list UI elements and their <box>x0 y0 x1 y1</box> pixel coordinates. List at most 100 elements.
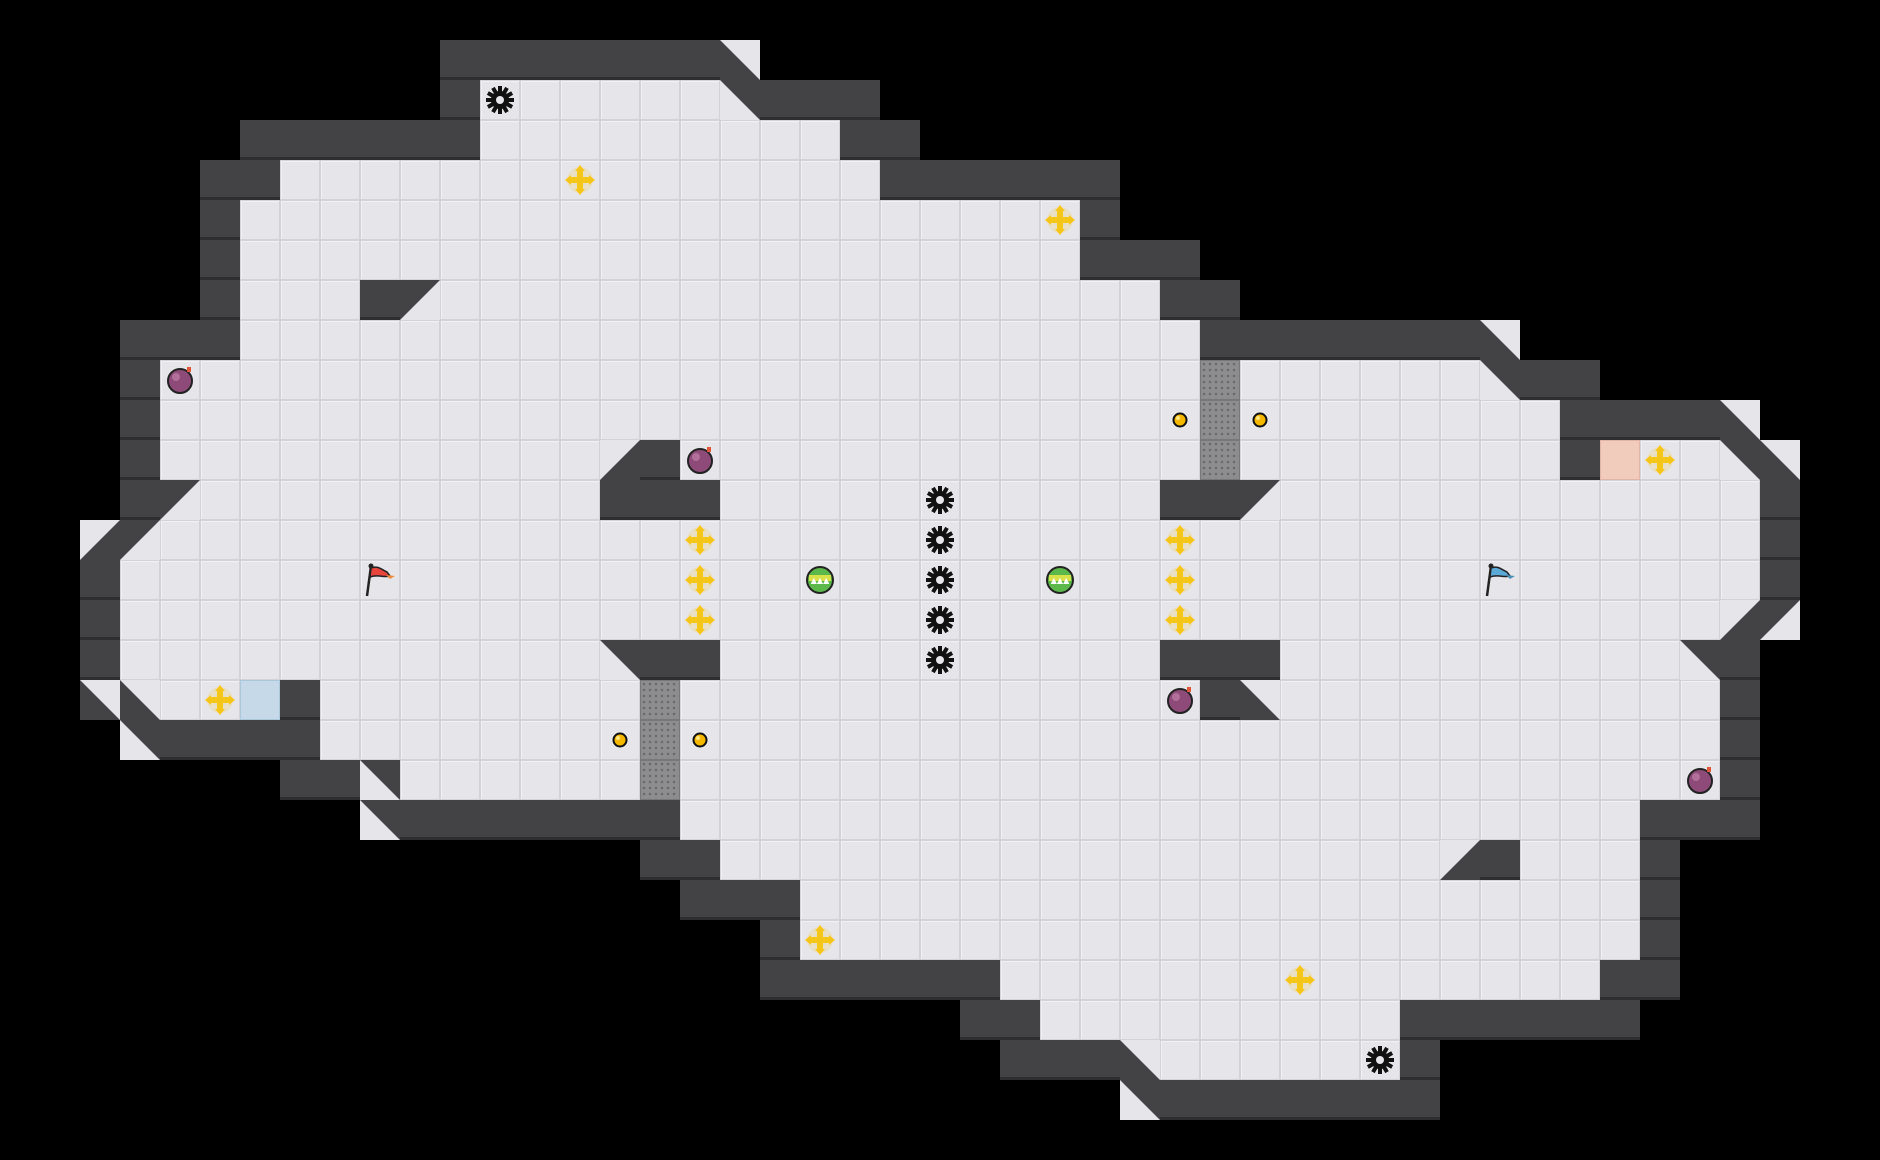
floor-tile <box>320 560 360 600</box>
floor-tile <box>320 640 360 680</box>
floor-tile <box>720 680 760 720</box>
wall-tile <box>440 120 480 160</box>
floor-tile <box>1320 640 1360 680</box>
floor-tile <box>1320 800 1360 840</box>
floor-tile <box>840 480 880 520</box>
floor-tile <box>240 480 280 520</box>
floor-tile <box>680 280 720 320</box>
diagonal-wall-tile <box>1720 440 1760 480</box>
floor-tile <box>1080 520 1120 560</box>
floor-tile <box>1640 600 1680 640</box>
floor-tile <box>280 640 320 680</box>
wall-tile <box>1440 320 1480 360</box>
floor-tile <box>840 720 880 760</box>
wall-tile <box>520 800 560 840</box>
floor-tile <box>360 400 400 440</box>
floor-tile <box>560 440 600 480</box>
floor-tile <box>720 120 760 160</box>
floor-tile <box>760 680 800 720</box>
floor-tile <box>1400 840 1440 880</box>
floor-tile <box>1240 920 1280 960</box>
floor-tile <box>1040 440 1080 480</box>
wall-tile <box>200 720 240 760</box>
floor-tile <box>760 360 800 400</box>
floor-tile <box>160 560 200 600</box>
diagonal-wall-fill <box>120 720 160 760</box>
floor-tile <box>1120 440 1160 480</box>
wall-tile <box>760 880 800 920</box>
floor-tile <box>680 360 720 400</box>
floor-tile <box>200 360 240 400</box>
floor-tile <box>400 200 440 240</box>
floor-tile <box>920 840 960 880</box>
floor-tile <box>520 480 560 520</box>
floor-tile <box>1160 960 1200 1000</box>
floor-tile <box>1040 520 1080 560</box>
floor-tile <box>1440 560 1480 600</box>
wall-tile <box>1520 360 1560 400</box>
wall-tile <box>1680 400 1720 440</box>
floor-tile <box>1480 680 1520 720</box>
floor-tile <box>1080 280 1120 320</box>
wall-tile <box>840 120 880 160</box>
floor-tile <box>1120 560 1160 600</box>
floor-tile <box>1360 880 1400 920</box>
floor-tile <box>1120 360 1160 400</box>
wall-tile <box>280 720 320 760</box>
floor-tile <box>520 240 560 280</box>
floor-tile <box>320 520 360 560</box>
diagonal-wall-tile <box>1720 400 1760 440</box>
floor-tile <box>1040 240 1080 280</box>
floor-tile <box>800 840 840 880</box>
wall-tile <box>1040 1040 1080 1080</box>
diagonal-wall-tile <box>120 520 160 560</box>
diagonal-wall-tile <box>1760 440 1800 480</box>
diagonal-wall-tile <box>1240 480 1280 520</box>
floor-tile <box>1280 600 1320 640</box>
floor-tile <box>280 160 320 200</box>
floor-tile <box>160 400 200 440</box>
wall-tile <box>1720 680 1760 720</box>
floor-tile <box>1240 360 1280 400</box>
floor-tile <box>480 440 520 480</box>
floor-tile <box>1080 960 1120 1000</box>
wall-tile <box>600 800 640 840</box>
floor-tile <box>880 840 920 880</box>
floor-tile <box>1440 480 1480 520</box>
wall-tile <box>1160 280 1200 320</box>
floor-tile <box>1600 600 1640 640</box>
floor-tile <box>880 320 920 360</box>
floor-tile <box>440 280 480 320</box>
spike-icon <box>920 640 960 680</box>
floor-tile <box>1080 320 1120 360</box>
diagonal-wall-tile <box>120 680 160 720</box>
floor-tile <box>400 320 440 360</box>
floor-tile <box>1040 920 1080 960</box>
wall-tile <box>1760 520 1800 560</box>
floor-tile <box>1560 880 1600 920</box>
floor-tile <box>1080 560 1120 600</box>
floor-tile <box>1440 720 1480 760</box>
floor-tile <box>1360 560 1400 600</box>
wall-tile <box>880 160 920 200</box>
floor-tile <box>840 280 880 320</box>
wall-tile <box>840 80 880 120</box>
floor-tile <box>1000 360 1040 400</box>
floor-tile <box>600 400 640 440</box>
wall-tile <box>1640 800 1680 840</box>
floor-tile <box>1200 920 1240 960</box>
floor-tile <box>1040 1000 1080 1040</box>
boost-icon <box>1160 520 1200 560</box>
floor-tile <box>1320 680 1360 720</box>
floor-tile <box>440 760 480 800</box>
wall-tile <box>1400 1080 1440 1120</box>
floor-tile <box>880 400 920 440</box>
floor-tile <box>840 560 880 600</box>
floor-tile <box>1640 720 1680 760</box>
floor-tile <box>520 160 560 200</box>
wall-tile <box>1080 200 1120 240</box>
wall-tile <box>1160 1080 1200 1120</box>
wall-tile <box>440 80 480 120</box>
floor-tile <box>1400 360 1440 400</box>
floor-tile <box>1520 600 1560 640</box>
